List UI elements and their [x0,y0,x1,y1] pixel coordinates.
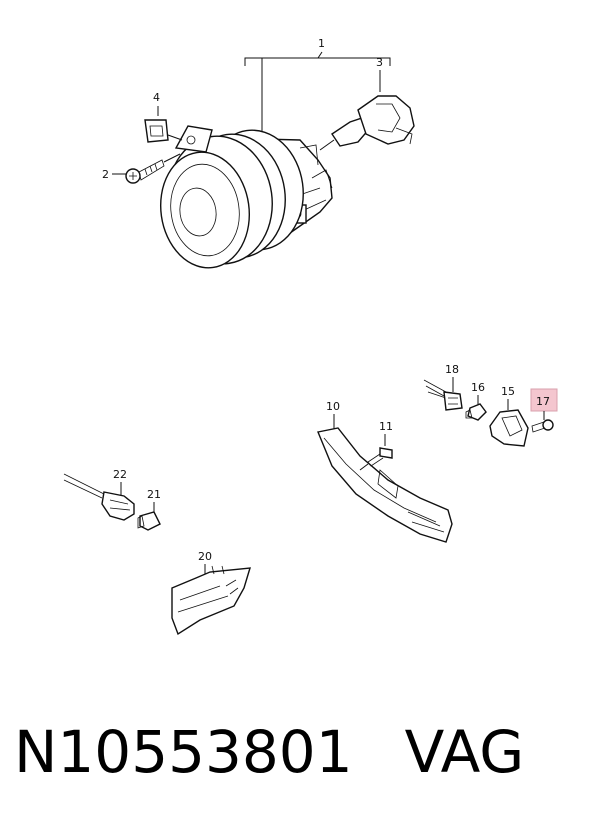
bulb-part-3: 3 [319,56,415,151]
socket-part-22: 22 [63,468,135,521]
lamp-holder-part-15: 15 [489,385,529,447]
callout-21: 21 [147,488,161,501]
screw-part-2: 2 [102,153,181,184]
callout-16: 16 [471,381,485,394]
lens-part-20: 20 [171,550,251,636]
callout-3: 3 [376,56,383,69]
callout-10: 10 [326,400,340,413]
bulb-part-21: 21 [137,488,161,531]
footer-part-number: N10553801 VAG [14,718,524,786]
callout-4: 4 [153,91,160,104]
callout-11: 11 [379,420,393,433]
bulb-part-16: 16 [465,381,487,421]
brand-text: VAG [404,718,525,786]
fog-lamp-assembly: 1 [159,37,391,269]
callout-2: 2 [102,168,109,181]
part-number-text: N10553801 [14,718,353,786]
callout-17: 17 [536,395,550,408]
callout-15: 15 [501,385,515,398]
screw-part-17: 17 [530,388,558,433]
mirror-lamp-housing-part-10: 10 [317,400,453,543]
parts-diagram: 1 3 4 2 [63,37,558,636]
callout-20: 20 [198,550,212,563]
screw-part-11: 11 [359,420,393,471]
callout-1: 1 [318,37,325,50]
connector-part-18: 18 [423,363,463,411]
callout-18: 18 [445,363,459,376]
clip-part-4: 4 [144,91,183,143]
callout-22: 22 [113,468,127,481]
